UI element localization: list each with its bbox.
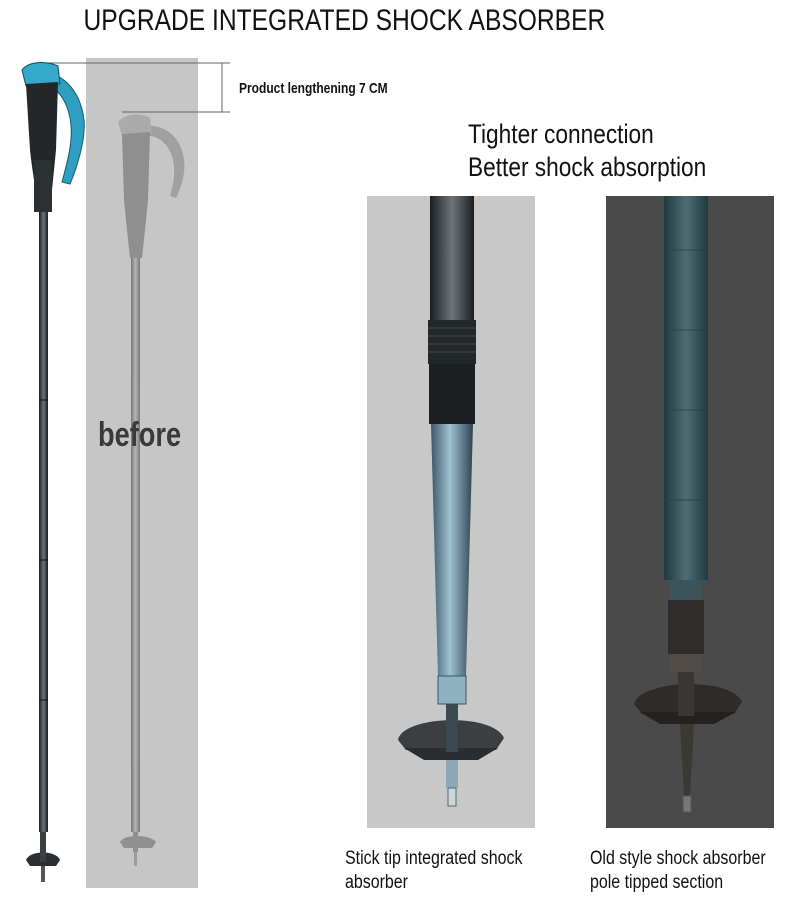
old-absorber-closeup: [634, 196, 742, 813]
caption-left-line-2: absorber: [345, 872, 408, 893]
new-pole: [21, 62, 85, 882]
lengthening-label: Product lengthening 7 CM: [239, 80, 388, 97]
integrated-absorber-closeup: [398, 196, 504, 807]
caption-old-absorber: Old style shock absorber pole tipped sec…: [590, 847, 766, 895]
caption-right-line-1: Old style shock absorber: [590, 848, 766, 869]
headline-line-1: Tighter connection: [468, 119, 654, 149]
caption-right-line-2: pole tipped section: [590, 872, 724, 893]
caption-left-line-1: Stick tip integrated shock: [345, 848, 523, 869]
page-title: UPGRADE INTEGRATED SHOCK ABSORBER: [83, 4, 606, 37]
headline-line-2: Better shock absorption: [468, 152, 707, 182]
headline: Tighter connection Better shock absorpti…: [468, 118, 706, 184]
caption-integrated-absorber: Stick tip integrated shock absorber: [345, 847, 522, 895]
old-pole-before: [118, 114, 185, 866]
before-label: before: [98, 416, 182, 454]
